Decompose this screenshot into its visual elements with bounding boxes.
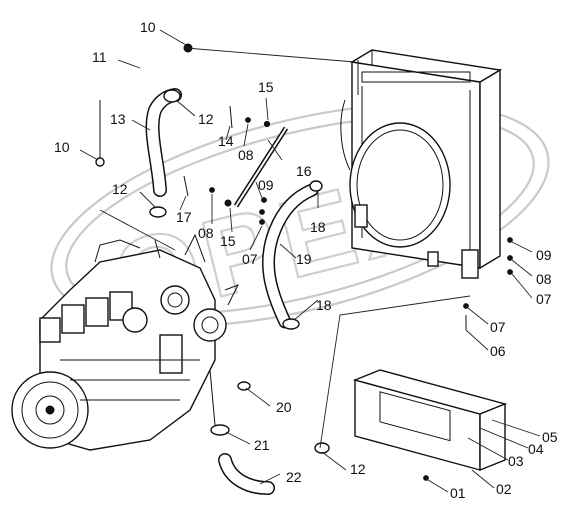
callout-18: 18 — [310, 219, 326, 235]
callout-15: 15 — [220, 233, 236, 249]
callout-02: 02 — [496, 481, 512, 497]
rod-16 — [233, 126, 289, 208]
callout-07: 07 — [490, 319, 506, 335]
callout-07: 07 — [242, 251, 258, 267]
callout-06: 06 — [490, 343, 506, 359]
callout-05: 05 — [542, 429, 558, 445]
hose-19 — [262, 183, 319, 329]
callout-07: 07 — [536, 291, 552, 307]
radiator-assembly — [340, 49, 503, 279]
callout-16: 16 — [296, 163, 312, 179]
engine-block — [11, 233, 240, 451]
callout-09: 09 — [536, 247, 552, 263]
callout-12: 12 — [112, 181, 128, 197]
hose-21 — [209, 369, 230, 436]
hose-22 — [218, 453, 275, 495]
callout-11: 11 — [92, 49, 107, 65]
callout-10: 10 — [140, 19, 156, 35]
callout-20: 20 — [276, 399, 292, 415]
callout-01: 01 — [450, 485, 466, 501]
callout-19: 19 — [296, 251, 312, 267]
callout-12: 12 — [198, 111, 214, 127]
callout-14: 14 — [218, 133, 234, 149]
callout-09: 09 — [258, 177, 274, 193]
leader-lines — [79, 29, 541, 493]
clamps — [95, 43, 330, 454]
callout-labels: 10 11 10 13 12 15 14 08 16 12 17 09 08 1… — [54, 19, 558, 501]
callout-08: 08 — [536, 271, 552, 287]
callout-10: 10 — [54, 139, 70, 155]
hose-11 — [98, 60, 161, 160]
callout-13: 13 — [110, 111, 126, 127]
callout-21: 21 — [254, 437, 270, 453]
callout-12: 12 — [350, 461, 366, 477]
callout-08: 08 — [238, 147, 254, 163]
bracket-02 — [352, 369, 508, 472]
callout-22: 22 — [286, 469, 302, 485]
callout-18: 18 — [316, 297, 332, 313]
callout-17: 17 — [176, 209, 192, 225]
callout-08: 08 — [198, 225, 214, 241]
callout-04: 04 — [528, 441, 544, 457]
callout-15: 15 — [258, 79, 274, 95]
callout-03: 03 — [508, 453, 524, 469]
hose-13 — [145, 88, 182, 197]
